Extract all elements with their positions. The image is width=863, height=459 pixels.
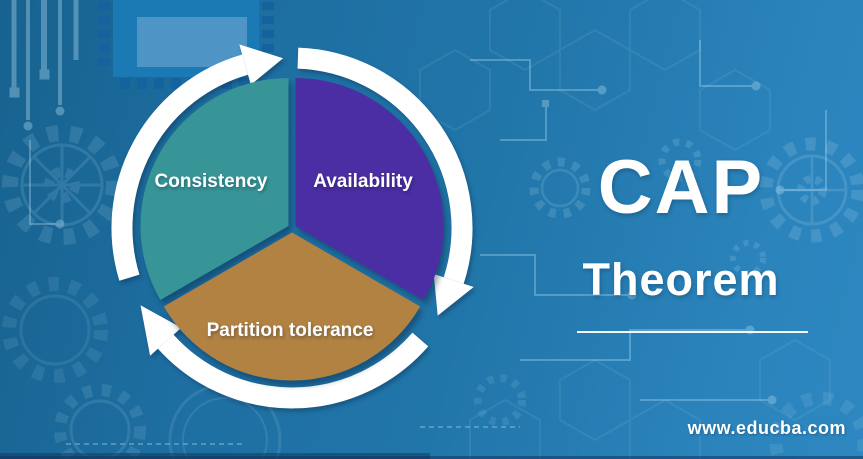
arrowhead-bottom-right	[433, 274, 474, 316]
segment-label-availability: Availability	[313, 171, 413, 192]
circuit-trace-icon	[9, 0, 79, 131]
hexagon-pattern-icon	[419, 0, 831, 459]
consistency-segment	[140, 78, 289, 300]
bottom-edge	[0, 453, 863, 459]
gear-icon	[529, 137, 863, 276]
page-title: CAP	[597, 145, 765, 230]
page-subtitle: Theorem	[582, 254, 780, 305]
arrowhead-bottom-left	[140, 305, 182, 356]
title-divider	[577, 331, 808, 333]
gear-icon	[2, 125, 122, 245]
cycle-arrow-left	[111, 44, 284, 281]
availability-segment	[295, 77, 444, 300]
gear-icon	[2, 277, 108, 383]
segment-label-consistency: Consistency	[154, 171, 268, 192]
partition-tolerance-segment	[163, 232, 421, 381]
arrowhead-top	[239, 44, 284, 85]
cycle-arrow-bottom	[140, 305, 429, 409]
cycle-arrow-right	[297, 47, 474, 316]
circuit-trace-icon	[29, 40, 827, 445]
website-url: www.educba.com	[687, 418, 846, 438]
segment-label-partition-tolerance: Partition tolerance	[206, 320, 374, 341]
